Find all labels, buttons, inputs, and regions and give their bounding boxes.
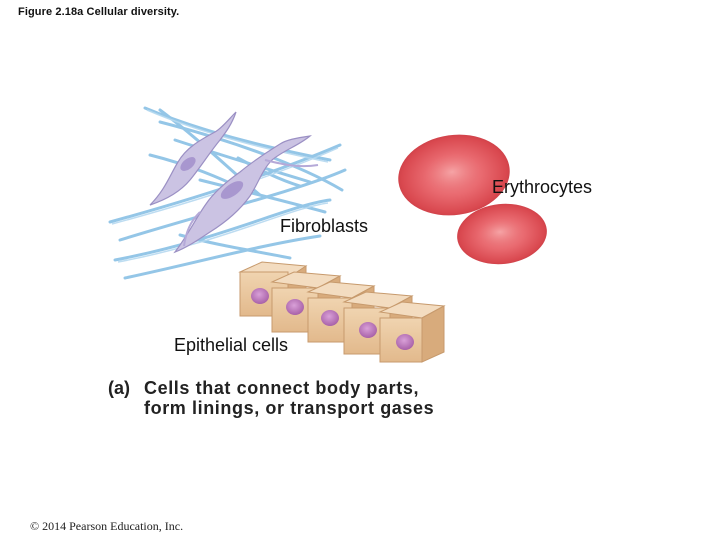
fibroblasts-label: Fibroblasts bbox=[280, 216, 369, 236]
epithelial-cell-5 bbox=[378, 301, 446, 363]
erythrocyte-cells bbox=[398, 134, 547, 265]
caption-letter: (a) bbox=[108, 378, 130, 398]
caption-line-1: Cells that connect body parts, bbox=[144, 378, 420, 398]
figure-caption: (a) Cells that connect body parts, form … bbox=[108, 378, 434, 418]
fibroblast-cell-2 bbox=[173, 135, 313, 254]
erythrocyte-cell-1 bbox=[398, 134, 510, 216]
erythrocytes-label: Erythrocytes bbox=[492, 177, 593, 197]
caption-text: Cells that connect body parts, form lini… bbox=[144, 378, 434, 418]
erythrocyte-cell-2 bbox=[457, 203, 547, 265]
fibroblast-cells bbox=[149, 111, 319, 254]
caption-line-2: form linings, or transport gases bbox=[144, 398, 435, 418]
copyright-notice: © 2014 Pearson Education, Inc. bbox=[30, 519, 184, 533]
epithelial-cells-label: Epithelial cells bbox=[174, 335, 289, 355]
epithelial-cells bbox=[238, 261, 446, 363]
figure-title: Figure 2.18a Cellular diversity. bbox=[18, 6, 180, 18]
